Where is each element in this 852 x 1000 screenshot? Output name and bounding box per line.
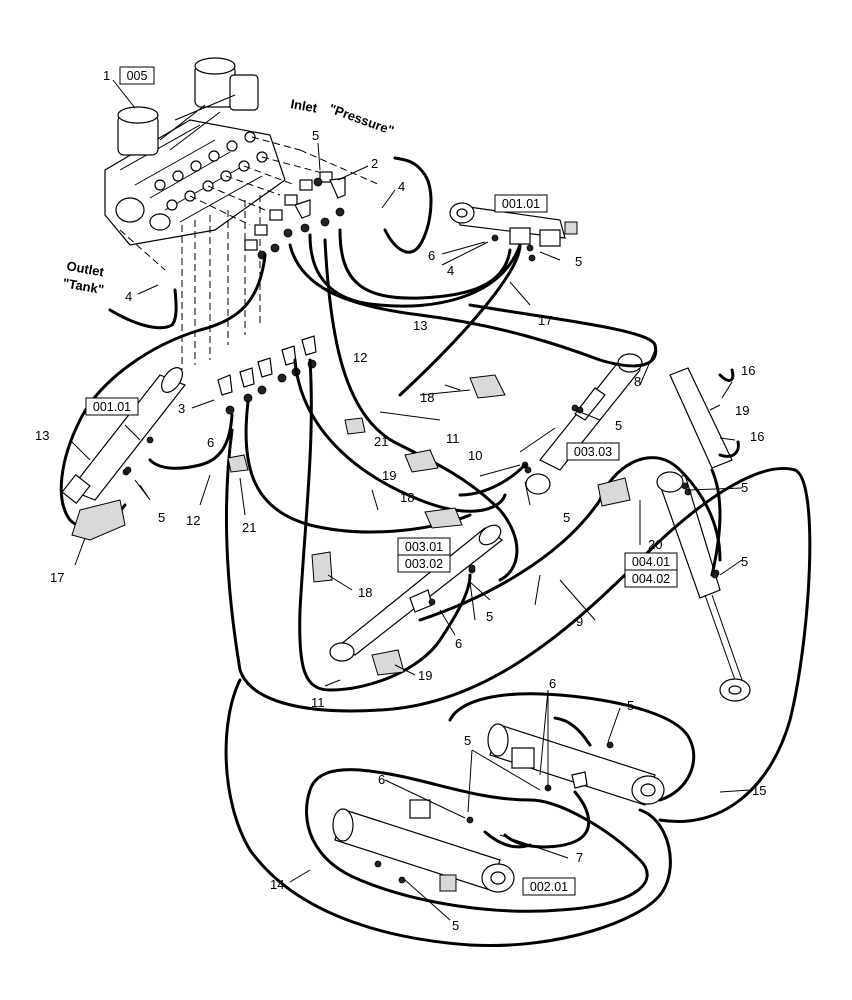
cylinder-001-01-left (61, 367, 186, 505)
callout-6: 6 (207, 435, 214, 450)
callout-19: 19 (735, 403, 749, 418)
callout-6: 6 (549, 676, 556, 691)
cylinder-lower-right (487, 723, 665, 806)
callout-21: 21 (242, 520, 256, 535)
cylinder-003-01 (329, 524, 504, 662)
callout-5: 5 (312, 128, 319, 143)
control-valve (104, 57, 381, 370)
svg-text:"Pressure": "Pressure" (327, 101, 396, 138)
hose-sleeves (71, 374, 631, 676)
callout-4: 4 (398, 179, 405, 194)
inlet-label: Inlet "Pressure" (289, 96, 396, 138)
svg-text:004.02: 004.02 (632, 572, 670, 586)
callout-20: 20 (648, 537, 662, 552)
callout-4: 4 (125, 289, 132, 304)
callout-16: 16 (741, 363, 755, 378)
ref-box-001-01-left: 001.01 (85, 397, 139, 416)
callout-5: 5 (627, 698, 634, 713)
svg-text:001.01: 001.01 (502, 197, 540, 211)
ref-box-004-02: 004.02 (624, 569, 678, 588)
cylinder-004 (656, 367, 751, 702)
callout-9: 9 (576, 614, 583, 629)
ref-box-005: 005 (119, 66, 155, 85)
callout-5: 5 (741, 480, 748, 495)
ref-box-003-02: 003.02 (397, 554, 451, 573)
svg-text:001.01: 001.01 (93, 400, 131, 414)
svg-text:003.03: 003.03 (574, 445, 612, 459)
svg-text:"Tank": "Tank" (61, 275, 105, 297)
ref-box-003-03: 003.03 (566, 442, 620, 461)
callout-6: 6 (428, 248, 435, 263)
lower-fitting-group (217, 335, 317, 415)
fittings-5 (124, 177, 719, 884)
callout-5: 5 (452, 918, 459, 933)
callout-12: 12 (353, 350, 367, 365)
callout-10: 10 (468, 448, 482, 463)
svg-text:005: 005 (127, 69, 148, 83)
ref-box-003-01: 003.01 (397, 537, 451, 556)
callout-18: 18 (400, 490, 414, 505)
callout-21: 21 (374, 434, 388, 449)
callout-4: 4 (447, 263, 454, 278)
callout-5: 5 (615, 418, 622, 433)
cylinder-001-01-top (449, 202, 578, 252)
callout-19: 19 (418, 668, 432, 683)
callout-8: 8 (634, 374, 641, 389)
svg-text:002.01: 002.01 (530, 880, 568, 894)
callout-13: 13 (413, 318, 427, 333)
callout-5: 5 (741, 554, 748, 569)
callout-numbers: 1 2 3 4 4 4 5 5 5 5 5 5 5 5 5 5 5 6 6 6 … (35, 68, 766, 933)
ref-box-002-01: 002.01 (522, 877, 576, 896)
callout-15: 15 (752, 783, 766, 798)
callout-3: 3 (178, 401, 185, 416)
callout-13: 13 (35, 428, 49, 443)
callout-7: 7 (576, 850, 583, 865)
callout-18: 18 (358, 585, 372, 600)
callout-5: 5 (464, 733, 471, 748)
callout-18: 18 (420, 390, 434, 405)
callout-17: 17 (50, 570, 64, 585)
callout-5: 5 (486, 609, 493, 624)
callout-6: 6 (455, 636, 462, 651)
leader-lines (69, 79, 751, 921)
svg-text:Outlet: Outlet (65, 258, 105, 279)
callout-5: 5 (575, 254, 582, 269)
callout-17: 17 (538, 313, 552, 328)
ref-box-004-01: 004.01 (624, 552, 678, 571)
callout-19: 19 (382, 468, 396, 483)
callout-11: 11 (311, 695, 325, 710)
callout-16: 16 (750, 429, 764, 444)
callout-2: 2 (371, 156, 378, 171)
callout-5: 5 (158, 510, 165, 525)
callout-6: 6 (378, 772, 385, 787)
callout-12: 12 (186, 513, 200, 528)
callout-1: 1 (103, 68, 110, 83)
cylinder-002-01 (332, 799, 515, 893)
outlet-label: Outlet "Tank" (61, 258, 105, 297)
svg-text:003.01: 003.01 (405, 540, 443, 554)
callout-14: 14 (270, 877, 284, 892)
valve-ports (154, 131, 268, 211)
svg-text:004.01: 004.01 (632, 555, 670, 569)
svg-text:003.02: 003.02 (405, 557, 443, 571)
ref-box-001-01-top: 001.01 (494, 194, 548, 213)
cylinder-003-03 (521, 353, 643, 495)
callout-11: 11 (446, 431, 460, 446)
callout-5: 5 (563, 510, 570, 525)
svg-text:Inlet: Inlet (289, 96, 319, 116)
